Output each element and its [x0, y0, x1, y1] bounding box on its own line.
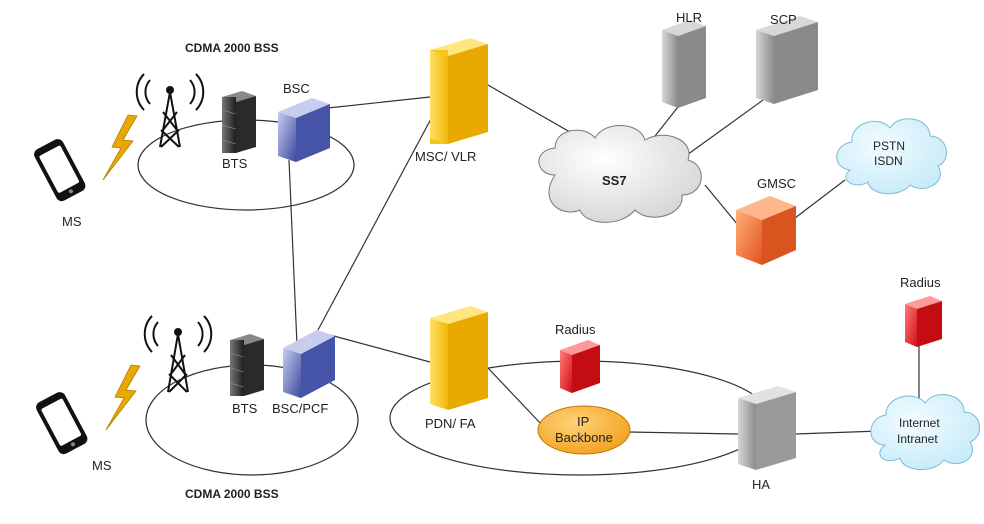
bss-top-title: CDMA 2000 BSS — [185, 41, 279, 55]
mobile-phone-icon — [34, 139, 86, 202]
link-bsc-bscpcf — [288, 159, 298, 346]
lightning-bolt-icon — [102, 114, 138, 181]
ss7-cloud-icon — [538, 125, 702, 223]
link-bscpcf-msc — [317, 101, 441, 331]
bsc-pcf-label: BSC/PCF — [272, 401, 328, 416]
bss-bottom-title: CDMA 2000 BSS — [185, 487, 279, 501]
ss7-label: SS7 — [602, 173, 627, 188]
ms-bottom-label: MS — [92, 458, 112, 473]
bsc-pcf-unit — [283, 330, 335, 398]
link-gmsc-pstn — [794, 179, 846, 219]
scp-unit — [756, 16, 818, 104]
scp-label: SCP — [770, 12, 797, 27]
radius-mid-label: Radius — [555, 322, 596, 337]
gmsc-unit — [736, 196, 796, 265]
ip-backbone-line2: Backbone — [555, 430, 613, 445]
gmsc-label: GMSC — [757, 176, 796, 191]
msc-vlr-label: MSC/ VLR — [415, 149, 476, 164]
ms-top-label: MS — [62, 214, 82, 229]
internet-label-line1: Internet — [899, 416, 940, 430]
link-ss7-scp — [679, 94, 771, 161]
link-pdnfa-ip — [487, 367, 543, 426]
bts-bottom-cabinet — [229, 334, 264, 396]
mobile-phone-icon — [36, 392, 88, 455]
bsc-top-label: BSC — [283, 81, 310, 96]
link-bsc-msc — [327, 96, 431, 109]
link-bscpcf-pdnfa — [329, 334, 431, 363]
pstn-label-line1: PSTN — [873, 139, 905, 153]
pdn-fa-label: PDN/ FA — [425, 416, 476, 431]
ip-backbone-node — [537, 405, 631, 455]
pstn-cloud-icon — [836, 118, 947, 195]
lightning-bolt-icon — [105, 364, 141, 431]
msc-vlr-unit — [430, 38, 488, 144]
link-ip-ha — [627, 431, 739, 435]
antenna-tower-icon — [135, 73, 205, 148]
antenna-tower-icon — [143, 315, 213, 393]
ha-unit — [738, 386, 796, 470]
radius-right-unit — [905, 296, 942, 347]
bsc-top-unit — [278, 98, 330, 162]
radius-mid-unit — [560, 340, 600, 393]
link-ss7-gmsc — [704, 184, 739, 226]
internet-label-line2: Intranet — [897, 432, 938, 446]
hlr-label: HLR — [676, 10, 702, 25]
internet-cloud-icon — [870, 394, 980, 470]
pstn-label-line2: ISDN — [874, 154, 903, 168]
hlr-unit — [662, 20, 706, 108]
ha-label: HA — [752, 477, 770, 492]
bts-top-cabinet — [221, 91, 256, 153]
ip-backbone-line1: IP — [577, 414, 589, 429]
bts-top-label: BTS — [222, 156, 248, 171]
radius-right-label: Radius — [900, 275, 941, 290]
link-ha-internet — [794, 430, 881, 435]
pdn-fa-unit — [430, 306, 488, 410]
bts-bottom-label: BTS — [232, 401, 258, 416]
